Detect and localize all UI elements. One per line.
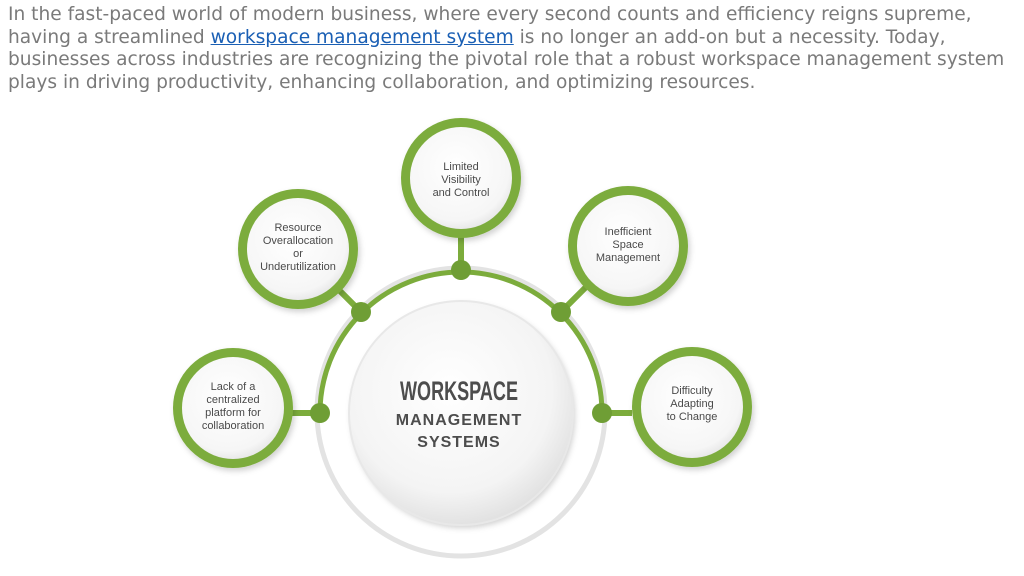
- node-limited-visibility: Limited Visibility and Control: [401, 118, 521, 238]
- node-difficulty-adapting-line-3: to Change: [667, 411, 718, 423]
- center-title-line-1: WORKSPACE: [400, 376, 518, 406]
- node-lack-of-platform-line-4: collaboration: [202, 420, 264, 432]
- intro-text-before-link: In the fast-paced world of modern busine…: [8, 4, 972, 48]
- junction-dot-upper-left: [351, 302, 371, 322]
- node-limited-visibility-line-1: Limited: [443, 161, 478, 173]
- intro-text-after-link: is no longer an add-on but a necessity. …: [8, 26, 1005, 93]
- node-resource-overallocation-line-3: or: [293, 248, 303, 260]
- center-hub: WORKSPACE MANAGEMENT SYSTEMS: [348, 300, 574, 526]
- center-title-line-2: MANAGEMENT: [396, 412, 522, 429]
- node-difficulty-adapting: Difficulty Adapting to Change: [632, 347, 752, 467]
- workspace-management-system-link[interactable]: workspace management system: [210, 26, 514, 48]
- node-inefficient-space-line-1: Inefficient: [605, 226, 652, 238]
- node-resource-overallocation-line-1: Resource: [274, 222, 321, 234]
- center-title-line-3: SYSTEMS: [417, 434, 500, 451]
- node-inefficient-space-line-3: Management: [596, 252, 660, 264]
- node-resource-overallocation: Resource Overallocation or Underutilizat…: [238, 189, 358, 309]
- intro-paragraph: In the fast-paced world of modern busine…: [8, 4, 1020, 94]
- node-lack-of-platform-line-3: platform for: [205, 407, 261, 419]
- node-difficulty-adapting-line-1: Difficulty: [671, 385, 713, 397]
- junction-dot-top: [451, 260, 471, 280]
- node-resource-overallocation-line-2: Overallocation: [263, 235, 333, 247]
- node-lack-of-platform: Lack of a centralized platform for colla…: [173, 348, 293, 468]
- node-limited-visibility-line-2: Visibility: [441, 174, 481, 186]
- node-lack-of-platform-line-1: Lack of a: [211, 381, 257, 393]
- junction-dot-left: [310, 403, 330, 423]
- node-inefficient-space-line-2: Space: [612, 239, 643, 251]
- node-resource-overallocation-line-4: Underutilization: [260, 261, 336, 273]
- node-difficulty-adapting-line-2: Adapting: [670, 398, 713, 410]
- node-lack-of-platform-line-2: centralized: [206, 394, 259, 406]
- junction-dot-right: [592, 403, 612, 423]
- node-inefficient-space: Inefficient Space Management: [568, 186, 688, 306]
- junction-dot-upper-right: [551, 302, 571, 322]
- node-limited-visibility-line-3: and Control: [433, 187, 490, 199]
